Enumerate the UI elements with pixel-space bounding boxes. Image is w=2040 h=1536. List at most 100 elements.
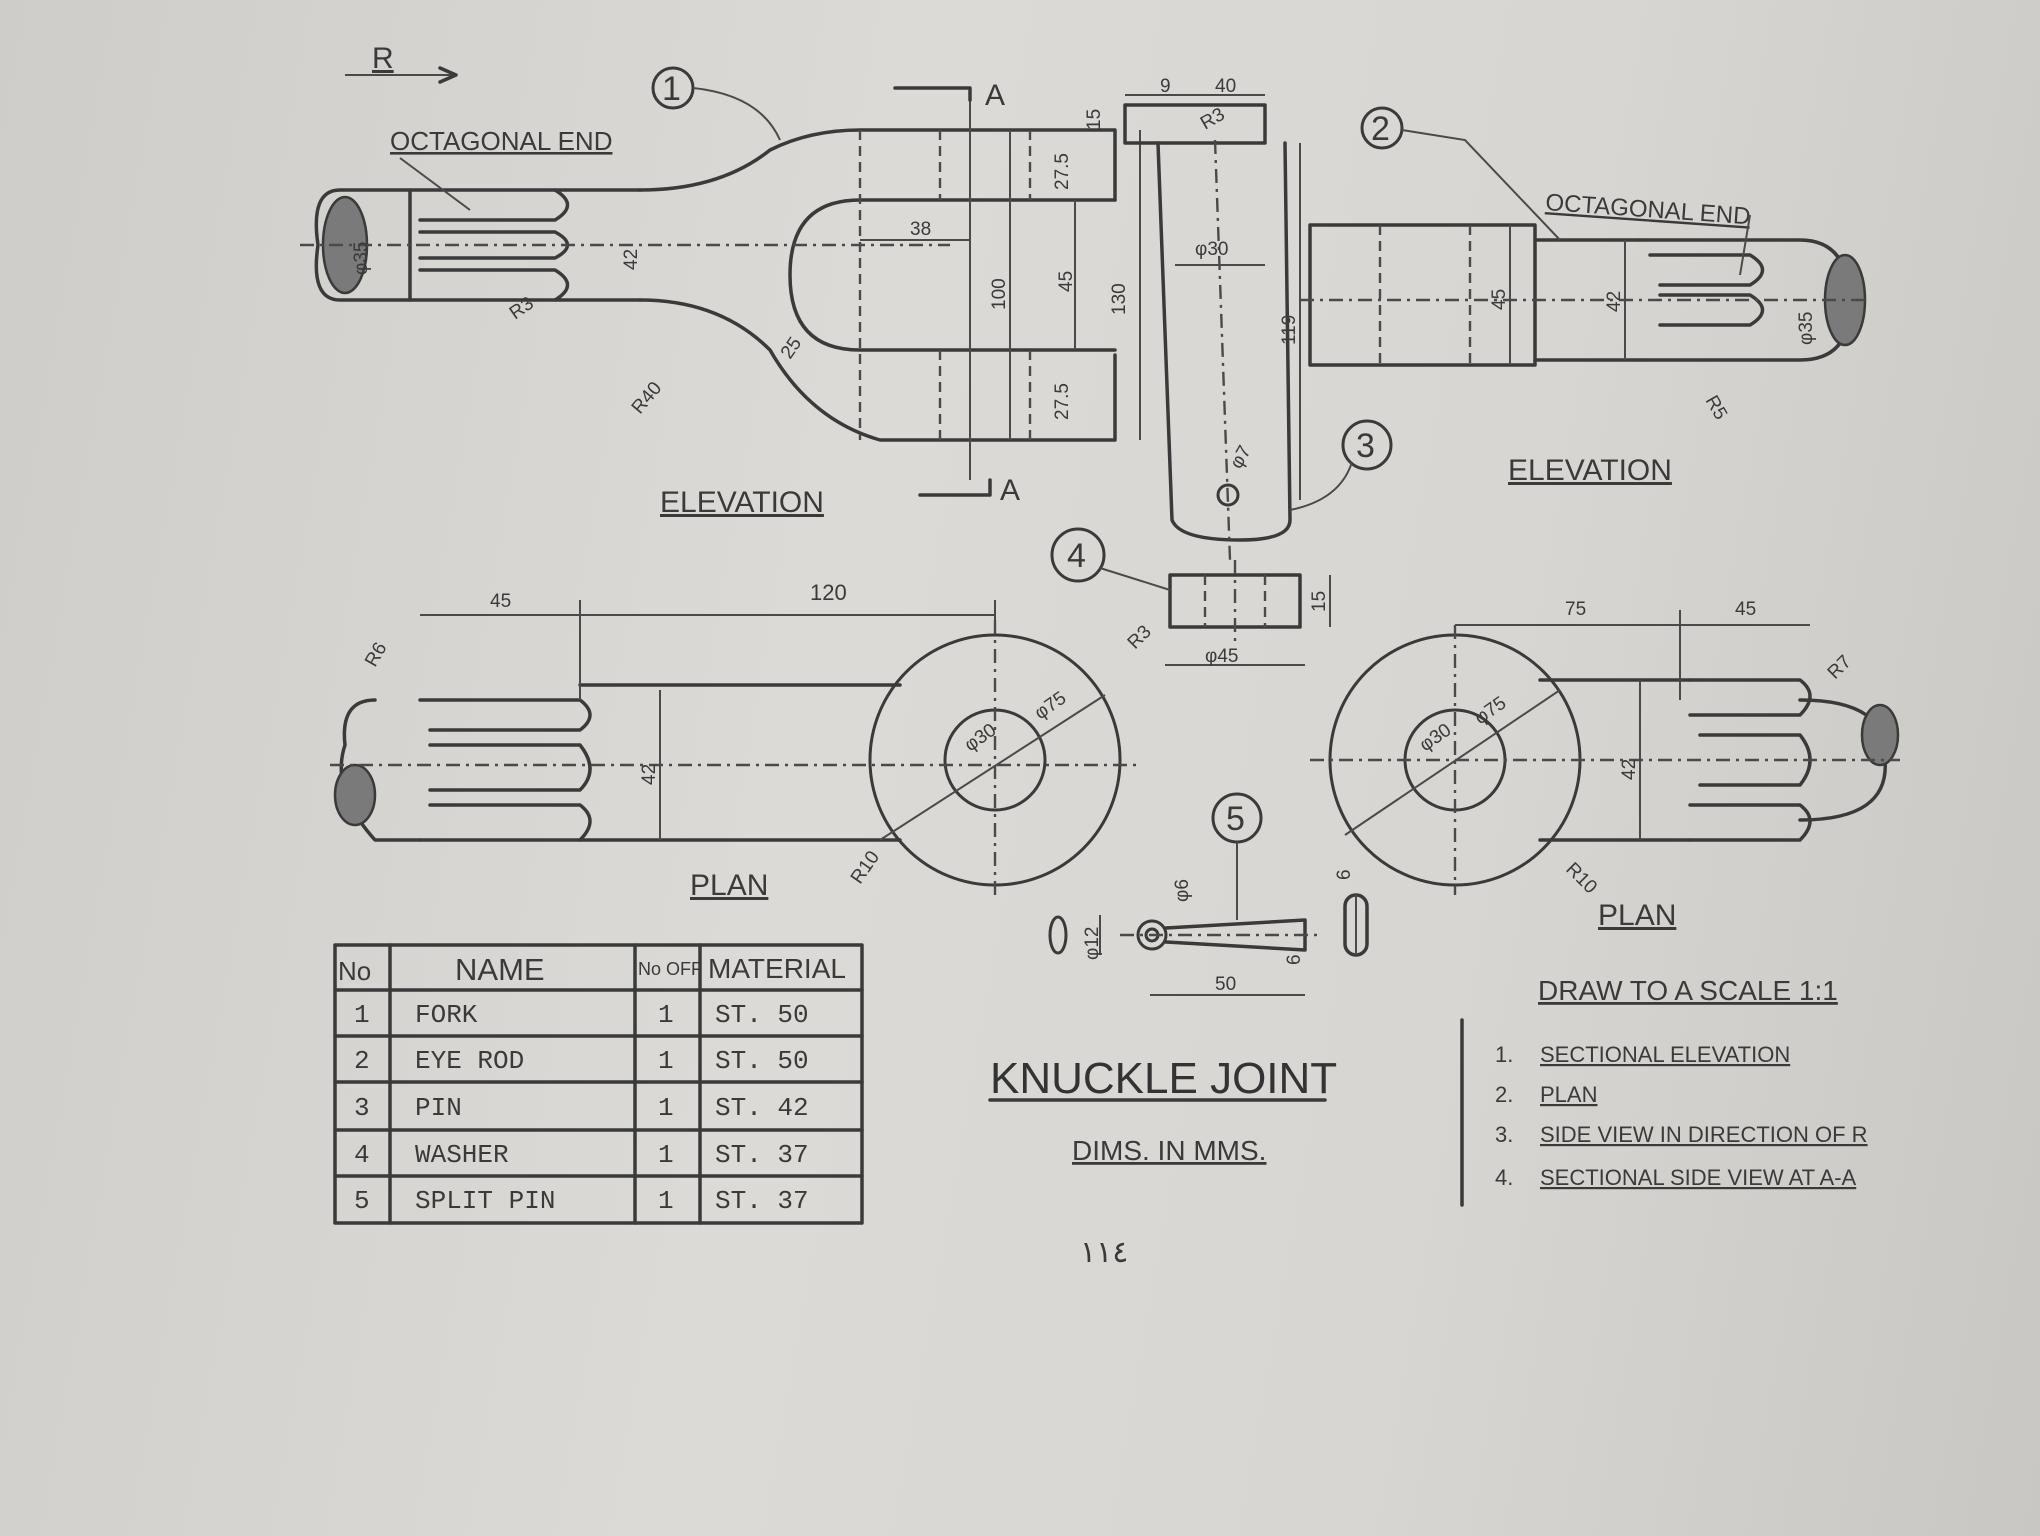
dim-d35-left: φ35	[351, 242, 372, 275]
dim-42-plan: 42	[639, 764, 660, 785]
dim-42-eye: 42	[1604, 291, 1625, 312]
svg-text:SIDE VIEW IN DIRECTION OF R: SIDE VIEW IN DIRECTION OF R	[1540, 1122, 1868, 1147]
eye-elevation-label: ELEVATION	[1508, 454, 1672, 487]
svg-text:3.: 3.	[1495, 1122, 1513, 1147]
dim-d75c-eye-plan: φ75	[1471, 693, 1510, 729]
dim-15-washer: 15	[1309, 591, 1330, 612]
dim-45-eye-plan: 45	[1735, 599, 1756, 620]
svg-text:2: 2	[1371, 110, 1390, 148]
dim-119: 119	[1279, 315, 1300, 345]
svg-text:3: 3	[354, 1093, 370, 1123]
table-row: 4 WASHER 1 ST. 37	[354, 1140, 809, 1170]
washer-view: φ45 15 R3	[1124, 560, 1331, 667]
dim-15-pin: 15	[1084, 109, 1105, 130]
dim-45-eye: 45	[1489, 289, 1510, 310]
svg-text:1: 1	[658, 1140, 674, 1170]
svg-text:4: 4	[354, 1140, 370, 1170]
svg-text:1: 1	[354, 1000, 370, 1030]
table-header-no: No	[338, 956, 371, 986]
table-header-name: NAME	[455, 952, 545, 987]
drawing-title: KNUCKLE JOINT	[990, 1054, 1337, 1103]
list-item: 1. SECTIONAL ELEVATION	[1495, 1042, 1790, 1067]
eye-rod-plan-view: 75 45 R7 42 φ75 φ30 R10 PLAN	[1310, 599, 1900, 932]
svg-text:EYE ROD: EYE ROD	[415, 1046, 524, 1076]
dim-r40: R40	[628, 378, 666, 418]
svg-text:WASHER: WASHER	[415, 1140, 509, 1170]
dim-45-fork: 45	[1056, 271, 1077, 292]
svg-text:5: 5	[1226, 800, 1245, 838]
svg-text:2: 2	[354, 1046, 370, 1076]
fork-elevation-label: ELEVATION	[660, 486, 824, 519]
dim-d45-washer: φ45	[1205, 646, 1238, 667]
dim-d35-right: φ35	[1796, 312, 1817, 345]
svg-text:1: 1	[658, 1186, 674, 1216]
eye-rod-elevation-view: 45 42 φ35 R5 OCTAGONAL END ELEVATION	[1300, 189, 1870, 487]
svg-text:1: 1	[658, 1093, 674, 1123]
dim-25: 25	[777, 334, 806, 363]
split-pin-view: φ12 φ6 50 6 6	[1048, 869, 1369, 996]
parts-table: No NAME No OFF MATERIAL 1 FORK 1 ST. 50 …	[333, 943, 864, 1225]
dim-d7-pin: φ7	[1226, 442, 1256, 472]
list-item: 3. SIDE VIEW IN DIRECTION OF R	[1495, 1122, 1868, 1147]
svg-text:FORK: FORK	[415, 1000, 478, 1030]
dim-d30-pin: φ30	[1195, 239, 1228, 260]
svg-text:1: 1	[662, 70, 681, 108]
svg-text:PIN: PIN	[415, 1093, 462, 1123]
dim-130: 130	[1109, 283, 1130, 315]
pin-view: 9 40 15 R3 φ30 119 φ7	[1084, 76, 1301, 561]
svg-text:1: 1	[658, 1046, 674, 1076]
dim-40-pin: 40	[1215, 76, 1236, 97]
table-row: 3 PIN 1 ST. 42	[354, 1093, 809, 1123]
fork-elevation-view: A A φ35 42 R3 R40 25 38 100 45 27.5 27.5…	[300, 79, 1141, 519]
fork-plan-label: PLAN	[690, 869, 768, 902]
table-row: 2 EYE ROD 1 ST. 50	[354, 1046, 809, 1076]
dim-d30-fork-plan: φ30	[961, 720, 1000, 756]
dim-42-left: 42	[621, 249, 642, 270]
svg-text:ST. 42: ST. 42	[715, 1093, 809, 1123]
table-header-material: MATERIAL	[708, 953, 846, 984]
dim-r3-left: R3	[506, 293, 538, 324]
svg-text:5: 5	[354, 1186, 370, 1216]
dim-r6-plan: R6	[361, 639, 391, 671]
svg-text:SECTIONAL ELEVATION: SECTIONAL ELEVATION	[1540, 1042, 1790, 1067]
scale-note: DRAW TO A SCALE 1:1	[1538, 975, 1838, 1006]
dim-r10-fork-plan: R10	[847, 847, 884, 888]
dim-d30c-eye-plan: φ30	[1416, 720, 1455, 756]
dim-d6-split: φ6	[1172, 879, 1193, 902]
balloon-2: 2	[1360, 106, 1561, 241]
hatched-section	[1860, 703, 1900, 767]
direction-label: R	[372, 42, 394, 75]
balloon-3: 3	[1289, 419, 1393, 511]
list-item: 2. PLAN	[1495, 1082, 1597, 1107]
dim-6c-split: 6	[1334, 869, 1355, 880]
list-item: 4. SECTIONAL SIDE VIEW AT A-A	[1495, 1165, 1857, 1190]
dim-120-plan: 120	[810, 580, 847, 605]
dim-r3-washer: R3	[1124, 622, 1156, 654]
svg-text:1.: 1.	[1495, 1042, 1513, 1067]
dim-r3-pin: R3	[1197, 104, 1229, 134]
dim-42-eye-plan: 42	[1619, 759, 1640, 780]
dim-75-eye-plan: 75	[1565, 599, 1586, 620]
svg-text:2.: 2.	[1495, 1082, 1513, 1107]
section-marker-bottom: A	[1000, 474, 1020, 507]
direction-r-indicator: R	[345, 42, 458, 84]
table-row: 1 FORK 1 ST. 50	[354, 1000, 809, 1030]
dim-r5-right: R5	[1701, 392, 1731, 424]
dim-27-5-top: 27.5	[1052, 153, 1073, 190]
svg-text:4.: 4.	[1495, 1165, 1513, 1190]
table-row: 5 SPLIT PIN 1 ST. 37	[354, 1186, 809, 1216]
balloon-5: 5	[1211, 792, 1263, 920]
dim-50-split: 50	[1215, 974, 1236, 995]
svg-text:PLAN: PLAN	[1540, 1082, 1597, 1107]
dim-45-plan: 45	[490, 591, 511, 612]
svg-text:SECTIONAL SIDE VIEW AT A-A: SECTIONAL SIDE VIEW AT A-A	[1540, 1165, 1857, 1190]
eye-plan-label: PLAN	[1598, 899, 1676, 932]
balloon-1: 1	[651, 66, 781, 141]
svg-text:3: 3	[1356, 427, 1375, 465]
svg-text:SPLIT PIN: SPLIT PIN	[415, 1186, 555, 1216]
svg-text:ST. 37: ST. 37	[715, 1186, 809, 1216]
page-number: ١١٤	[1080, 1236, 1128, 1269]
section-marker-top: A	[985, 79, 1005, 112]
